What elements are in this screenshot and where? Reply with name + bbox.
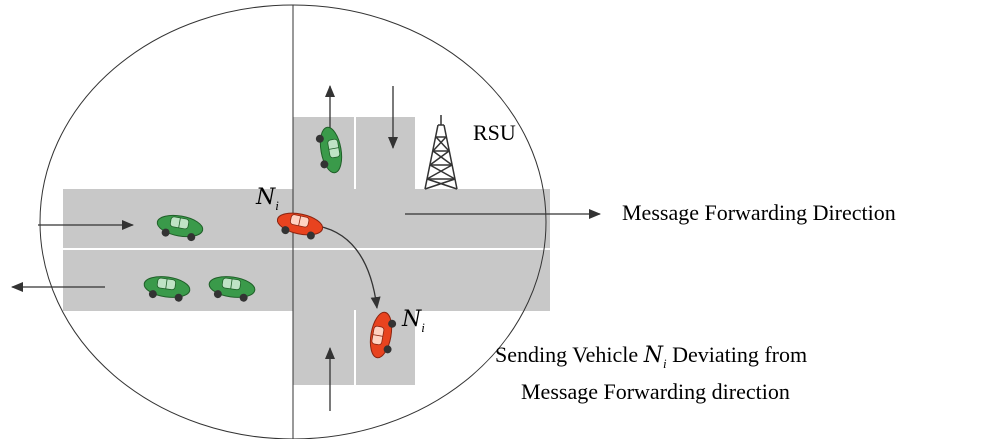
rsu-label: RSU xyxy=(473,120,516,145)
node-symbol: N xyxy=(402,307,422,332)
forward-direction-label: Message Forwarding Direction xyxy=(622,200,896,225)
node-subscript: i xyxy=(275,198,279,213)
node-label-start: Ni xyxy=(256,184,279,213)
node-symbol: N xyxy=(643,343,663,368)
deviation-prefix: Sending Vehicle xyxy=(495,342,639,367)
deviation-suffix: Deviating from xyxy=(672,342,808,367)
deviation-caption-line2: Message Forwarding direction xyxy=(521,379,790,404)
rsu-tower-icon xyxy=(424,115,458,190)
turn-trajectory-arrow xyxy=(317,225,381,309)
node-symbol: N xyxy=(256,185,276,210)
node-subscript: i xyxy=(421,320,425,335)
deviation-caption-line1: Sending Vehicle Ni Deviating from xyxy=(495,342,808,371)
road-network xyxy=(63,117,550,385)
node-label-turned: Ni xyxy=(402,306,425,335)
node-subscript: i xyxy=(662,356,667,371)
